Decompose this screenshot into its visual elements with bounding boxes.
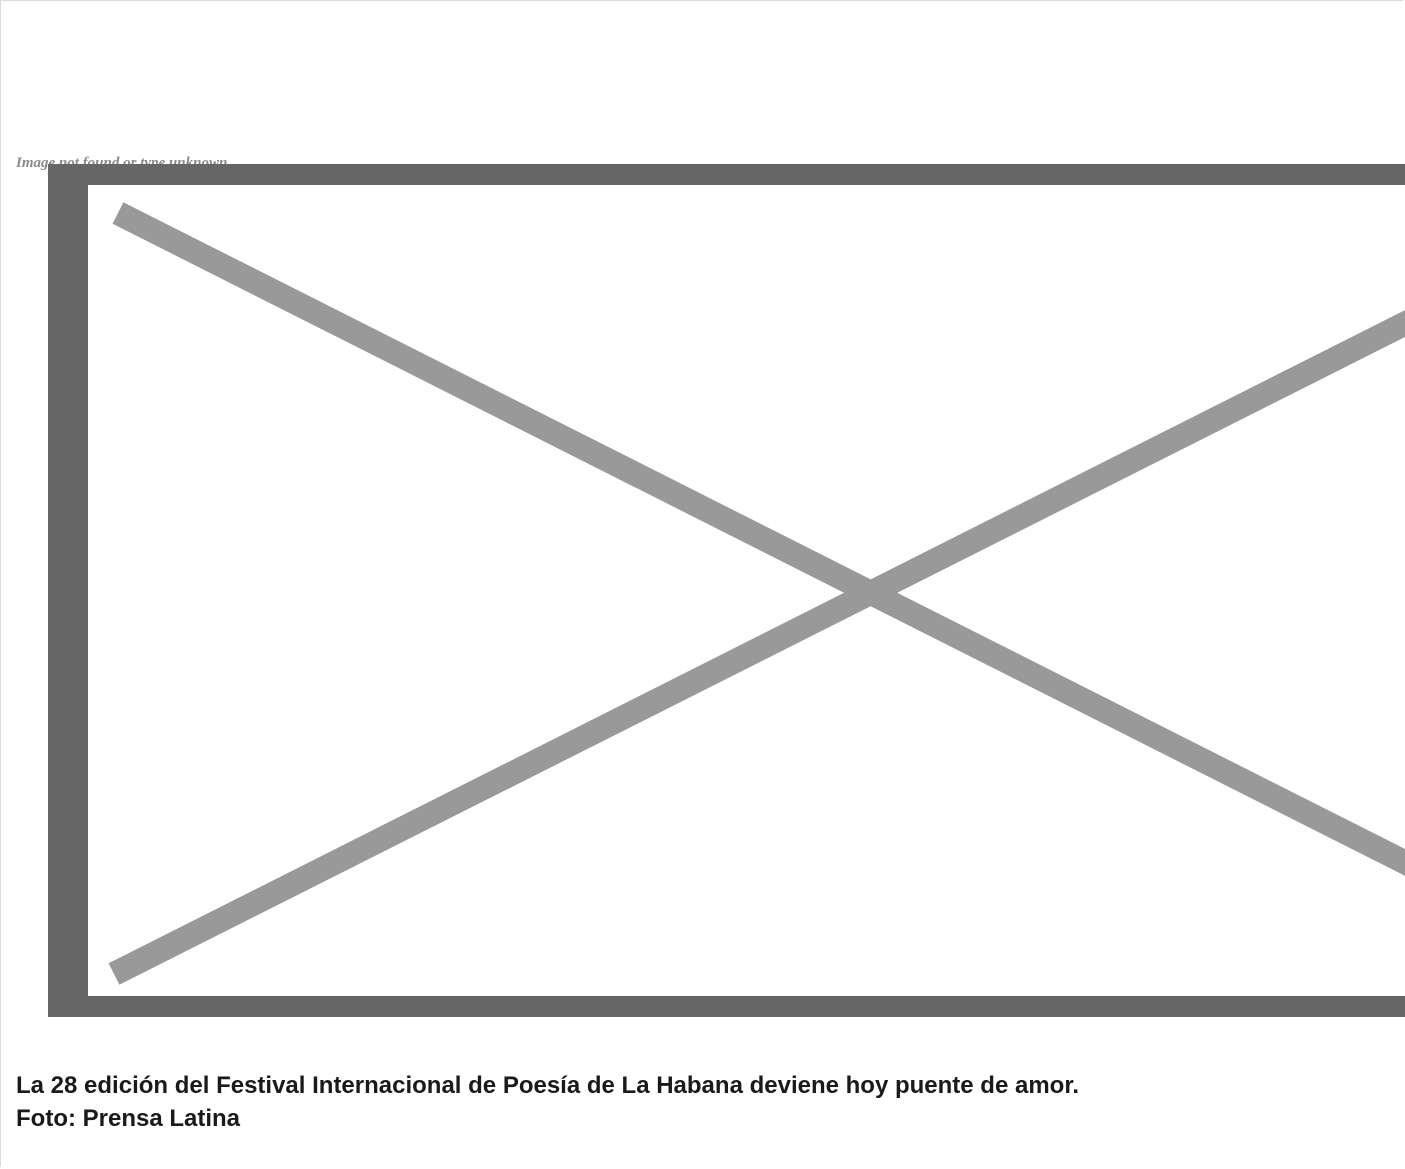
image-caption: La 28 edición del Festival Internacional… [16, 1069, 1079, 1135]
cross-line-1 [112, 202, 1405, 876]
photo-credit: Foto: Prensa Latina [16, 1105, 241, 1132]
broken-image-icon [48, 164, 1405, 1017]
caption-text: La 28 edición del Festival Internacional… [16, 1072, 1080, 1099]
cross-line-2 [108, 310, 1405, 985]
